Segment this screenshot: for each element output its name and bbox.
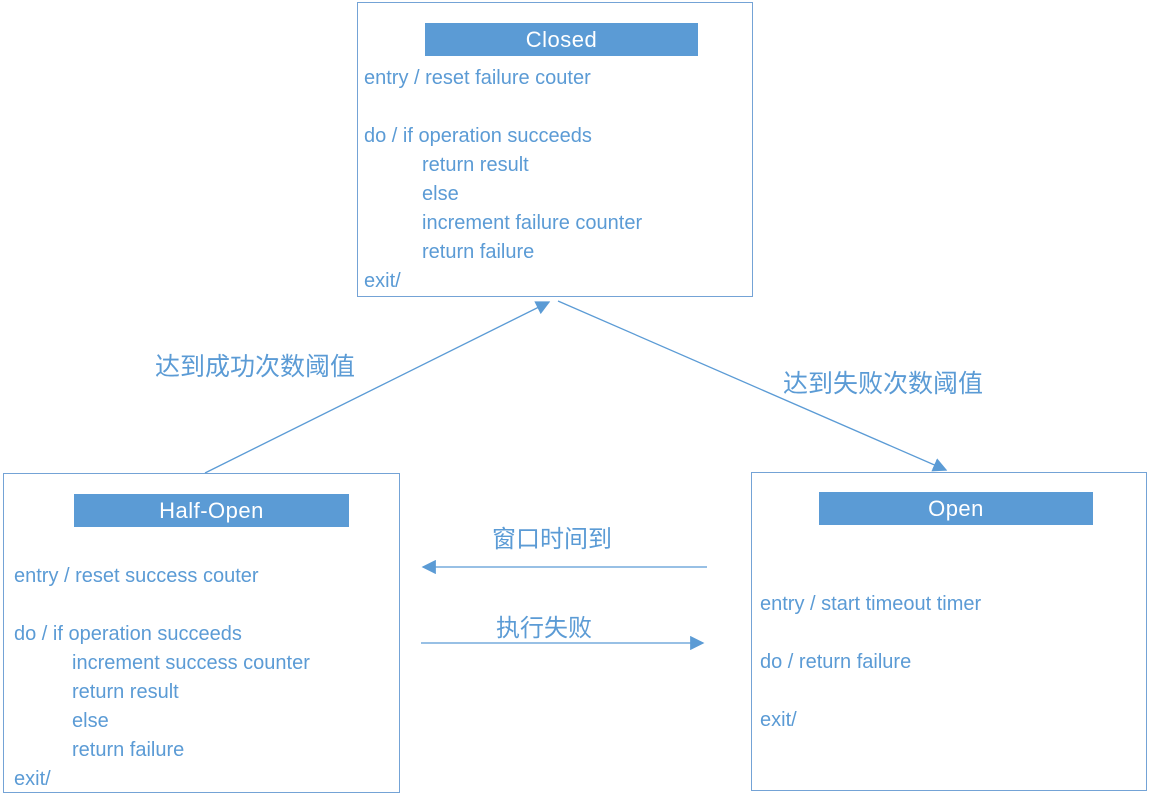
state-box-open: Open entry / start timeout timer do / re… (751, 472, 1147, 791)
state-line: else (72, 710, 109, 732)
state-box-half-open: Half-Open entry / reset success couter d… (3, 473, 400, 793)
state-body-half-open: entry / reset success couter do / if ope… (4, 562, 399, 794)
state-line: do / return failure (760, 651, 912, 673)
state-line: return failure (72, 739, 185, 761)
state-box-closed: Closed entry / reset failure couter do /… (357, 2, 753, 297)
transition-label-open-to-half-open: 窗口时间到 (492, 526, 612, 553)
state-line: return result (422, 154, 529, 176)
state-line-blank (364, 93, 752, 122)
state-title-open: Open (819, 492, 1093, 525)
state-line: increment failure counter (422, 212, 643, 234)
state-line: return result (72, 681, 179, 703)
state-line-blank (760, 677, 1146, 706)
state-line: exit/ (364, 270, 401, 292)
state-line: exit/ (14, 768, 51, 790)
state-line: else (422, 183, 459, 205)
state-line: increment success counter (72, 652, 310, 674)
state-title-half-open: Half-Open (74, 494, 349, 527)
arrow-half-open-to-closed (204, 301, 551, 474)
state-line: entry / start timeout timer (760, 593, 982, 615)
transition-label-closed-to-open: 达到失败次数阈值 (783, 370, 984, 398)
state-title-closed: Closed (425, 23, 698, 56)
state-line-blank (14, 591, 399, 620)
state-line: return failure (422, 241, 535, 263)
transition-label-half-open-to-open: 执行失败 (496, 615, 592, 642)
state-body-closed: entry / reset failure couter do / if ope… (358, 64, 752, 296)
state-body-open: entry / start timeout timer do / return … (752, 590, 1146, 735)
state-line: do / if operation succeeds (14, 623, 242, 645)
state-line: entry / reset success couter (14, 565, 259, 587)
state-line-blank (760, 619, 1146, 648)
state-line: do / if operation succeeds (364, 125, 592, 147)
state-line: entry / reset failure couter (364, 67, 591, 89)
transition-label-half-open-to-closed: 达到成功次数阈值 (155, 353, 356, 381)
state-line: exit/ (760, 709, 797, 731)
